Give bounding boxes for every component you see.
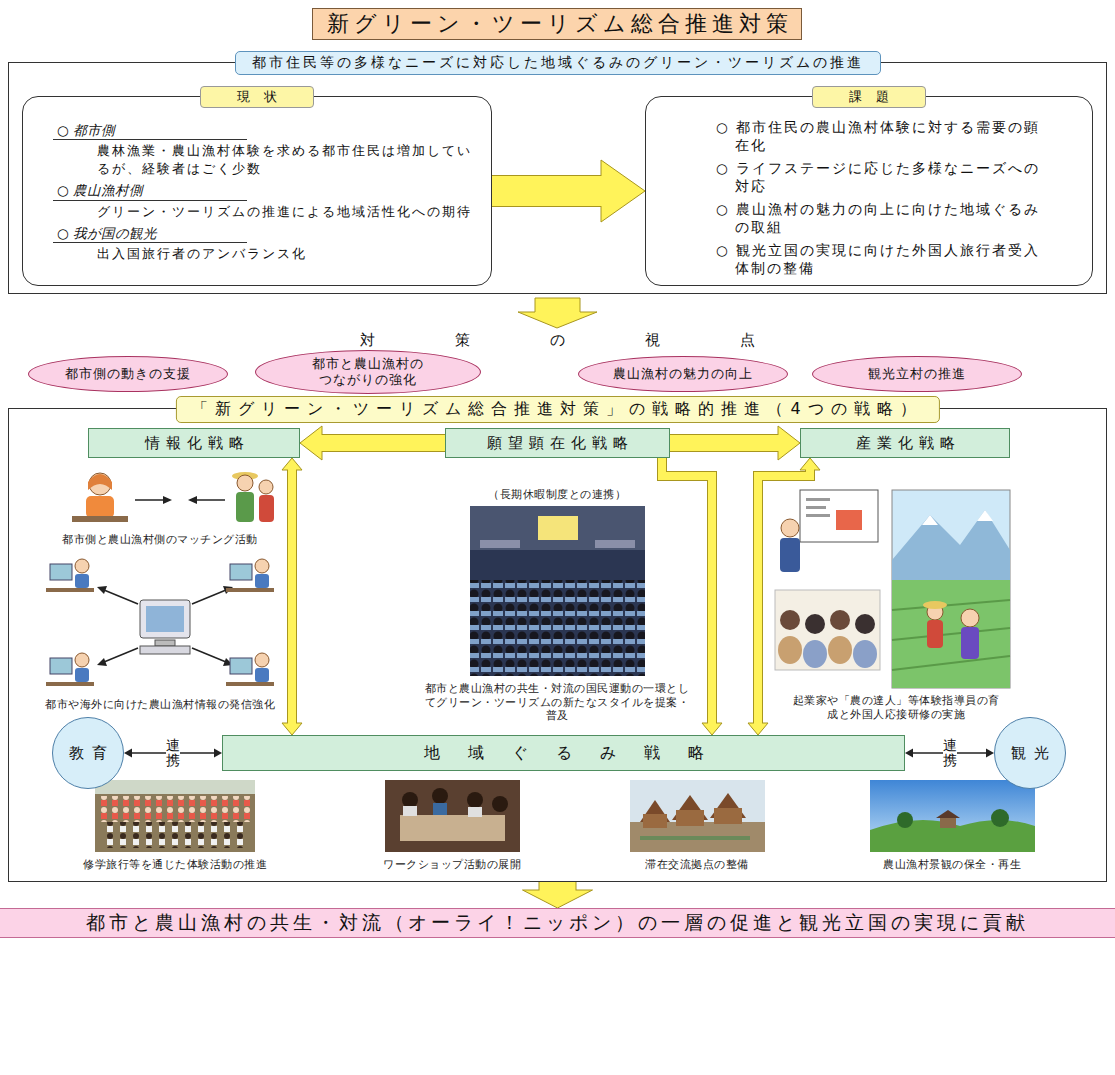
- caption: 都市と農山漁村の共生・対流の国民運動の一環としてグリーン・ツーリズムの新たなスタ…: [421, 682, 693, 723]
- caption: （長期休暇制度との連携）: [488, 488, 626, 502]
- caption: ワークショップ活動の展開: [383, 858, 521, 872]
- node-label: 都市側の動きの支援: [65, 366, 191, 382]
- node-label: 願望顕在化戦略: [481, 434, 634, 453]
- section-heading: ○ 都市側: [53, 121, 247, 140]
- connector-fill: [492, 176, 603, 206]
- arrowhead: [601, 160, 645, 222]
- arrowhead: [214, 749, 222, 758]
- connector: [492, 160, 645, 222]
- connector: [282, 458, 302, 735]
- connector-fill: [758, 468, 810, 725]
- connector: [670, 426, 800, 460]
- arrowhead: [986, 749, 994, 758]
- partner-circle: 教育: [52, 717, 124, 789]
- title-text: 新グリーン・ツーリズム総合推進対策: [322, 9, 793, 39]
- partner-circle: 観光: [994, 717, 1066, 789]
- viewpoint-oval: 観光立村の推進: [812, 356, 1022, 392]
- connector-label: 連携: [943, 738, 957, 769]
- caption: 滞在交流拠点の整備: [645, 858, 749, 872]
- section-frame: 「新グリーン・ツーリズム総合推進対策」の戦略的推進（4つの戦略）情報化戦略願望顕…: [8, 408, 1107, 882]
- list-item: ○ ライフステージに応じた多様なニーズへの対応: [716, 160, 1055, 195]
- arrowhead: [778, 426, 800, 460]
- connector: [523, 882, 593, 908]
- heading-band: 都市住民等の多様なニーズに対応した地域ぐるみのグリーン・ツーリズムの推進: [235, 51, 881, 75]
- strategy-box: 情報化戦略: [88, 428, 300, 458]
- tab-label: 現状: [200, 86, 314, 108]
- connector-fill: [320, 435, 445, 451]
- connector-fill: [288, 468, 296, 725]
- arrowhead: [523, 890, 593, 908]
- connector-fill: [540, 882, 576, 892]
- node-label: 観光立村の推進: [868, 366, 966, 382]
- node-label: 都市と農山漁村のつながりの強化: [311, 356, 425, 389]
- goal-band: 都市と農山漁村の共生・対流（オーライ！ニッポン）の一層の促進と観光立国の実現に貢…: [0, 908, 1115, 938]
- caption: 修学旅行等を通じた体験活動の推進: [83, 858, 267, 872]
- node-label: 農山漁村の魅力の向上: [613, 366, 753, 382]
- arrowhead: [300, 426, 322, 460]
- arrowhead: [124, 749, 132, 758]
- caption: 都市や海外に向けた農山漁村情報の発信強化: [45, 698, 275, 712]
- title-box: 新グリーン・ツーリズム総合推進対策: [312, 8, 802, 40]
- tab-label: 課題: [812, 86, 926, 108]
- viewpoint-oval: 都市と農山漁村のつながりの強化: [255, 350, 481, 394]
- connector-fill: [670, 435, 780, 451]
- node-label: 観光: [1003, 744, 1057, 763]
- node-label: 産業化戦略: [850, 434, 961, 453]
- heading-band: 「新グリーン・ツーリズム総合推進対策」の戦略的推進（4つの戦略）: [175, 396, 939, 423]
- viewpoint-oval: 農山漁村の魅力の向上: [578, 356, 788, 392]
- node-label: 地域ぐるみ戦略: [396, 743, 732, 764]
- connector-outline: [758, 470, 810, 723]
- body-text: グリーン・ツーリズムの推進による地域活性化への期待: [53, 203, 475, 221]
- node-label: 情報化戦略: [139, 434, 250, 453]
- section-frame: 都市住民等の多様なニーズに対応した地域ぐるみのグリーン・ツーリズムの推進現状○ …: [8, 62, 1107, 294]
- list-item: ○ 都市住民の農山漁村体験に対する需要の顕在化: [716, 119, 1055, 154]
- caption: 農山漁村景観の保全・再生: [883, 858, 1021, 872]
- list-item: ○ 観光立国の実現に向けた外国人旅行者受入体制の整備: [716, 242, 1055, 277]
- section-heading: ○ 農山漁村側: [53, 181, 247, 200]
- connector-label: 連携: [166, 738, 180, 769]
- caption: 都市側と農山漁村側のマッチング活動: [62, 533, 258, 547]
- strategy-box: 地域ぐるみ戦略: [222, 735, 905, 771]
- section-label: 対策の視点: [280, 331, 835, 351]
- section-heading: ○ 我が国の観光: [53, 224, 247, 243]
- strategy-box: 産業化戦略: [800, 428, 1010, 458]
- body-text: 出入国旅行者のアンバランス化: [53, 245, 475, 263]
- caption: 起業家や「農の達人」等体験指導員の育成と外国人応接研修の実施: [789, 694, 1003, 721]
- status-box: 現状○ 都市側農林漁業・農山漁村体験を求める都市住民は増加しているが、経験者はご…: [22, 96, 492, 286]
- viewpoint-oval: 都市側の動きの支援: [28, 356, 228, 392]
- list-item: ○ 農山漁村の魅力の向上に向けた地域ぐるみの取組: [716, 201, 1055, 236]
- issue-box: 課題○ 都市住民の農山漁村体験に対する需要の顕在化○ ライフステージに応じた多様…: [645, 96, 1093, 286]
- strategy-box: 願望顕在化戦略: [445, 428, 670, 458]
- node-label: 都市と農山漁村の共生・対流（オーライ！ニッポン）の一層の促進と観光立国の実現に貢…: [86, 910, 1029, 936]
- arrowhead: [905, 749, 913, 758]
- body-text: 農林漁業・農山漁村体験を求める都市住民は増加しているが、経験者はごく少数: [53, 142, 475, 177]
- connector: [300, 426, 445, 460]
- node-label: 教育: [61, 744, 115, 763]
- connector: [748, 458, 820, 735]
